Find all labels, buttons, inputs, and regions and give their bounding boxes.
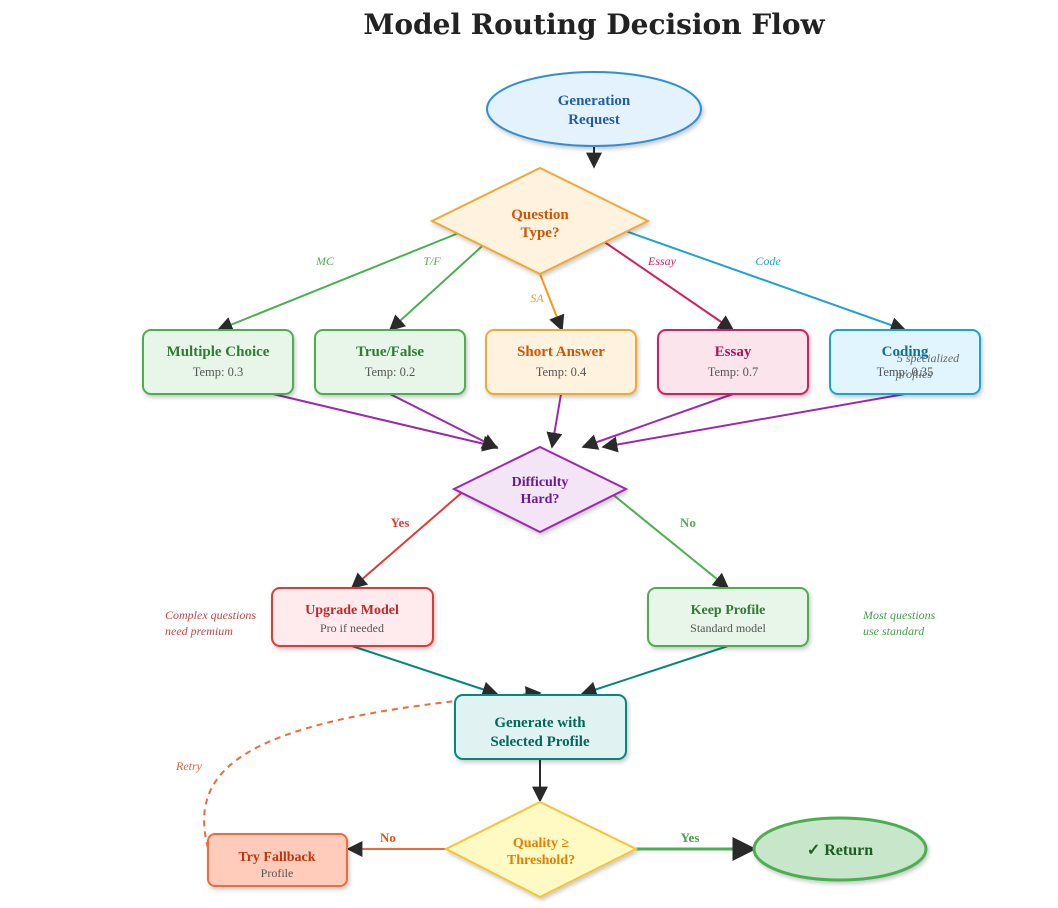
note-specialized-line1: 5 specialized xyxy=(897,351,960,365)
edge-question-coding xyxy=(599,221,907,333)
node-short-answer: Short Answer Temp: 0.4 xyxy=(485,329,637,395)
note-most-line2: use standard xyxy=(863,624,925,638)
difficulty-line2: Hard? xyxy=(521,492,560,507)
edge-difficulty-upgrade xyxy=(350,488,467,590)
edge-question-essay xyxy=(583,227,735,331)
node-difficulty: Difficulty Hard? xyxy=(451,445,629,534)
sa-title: Short Answer xyxy=(517,344,605,360)
upgrade-sub: Pro if needed xyxy=(320,621,384,635)
edge-mc-difficulty xyxy=(272,393,499,452)
coding-temp: Temp: 0.35 xyxy=(877,365,934,379)
keep-title: Keep Profile xyxy=(691,603,766,618)
coding-title: Coding xyxy=(882,344,929,360)
question-line1: Question xyxy=(511,207,569,223)
edge-question-sa xyxy=(539,273,565,332)
node-keep-profile: Keep Profile Standard model xyxy=(647,587,809,647)
generate-line1: Generate with xyxy=(494,715,586,731)
node-multiple-choice: Multiple Choice Temp: 0.3 xyxy=(142,329,294,395)
essay-temp: Temp: 0.7 xyxy=(708,365,759,379)
note-complex-line1: Complex questions xyxy=(165,608,256,622)
edge-label-sa: SA xyxy=(530,291,544,305)
edge-label-code: Code xyxy=(755,254,781,268)
node-try-fallback: Try Fallback Profile xyxy=(207,833,348,887)
edge-tf-difficulty xyxy=(389,393,499,449)
node-generate: Generate with Selected Profile xyxy=(454,694,627,760)
edge-coding-difficulty xyxy=(601,393,906,453)
note-specialized-line2: profiles xyxy=(895,367,933,381)
keep-sub: Standard model xyxy=(690,621,766,635)
essay-title: Essay xyxy=(715,344,752,360)
edge-retry xyxy=(203,686,542,849)
edge-difficulty-keep xyxy=(605,488,730,590)
edge-essay-difficulty xyxy=(581,393,734,450)
node-coding: Coding Temp: 0.35 xyxy=(829,329,981,395)
diagram-title: Model Routing Decision Flow xyxy=(363,8,825,41)
node-generation-request: Generation Request xyxy=(486,71,702,147)
quality-line2: Threshold? xyxy=(507,853,575,868)
edge-label-yes-hard: Yes xyxy=(391,515,410,530)
difficulty-line1: Difficulty xyxy=(512,475,569,490)
start-line2: Request xyxy=(568,112,620,128)
generate-line2: Selected Profile xyxy=(490,734,590,750)
node-question-type: Question Type? xyxy=(429,166,651,276)
tf-title: True/False xyxy=(356,344,424,360)
edge-label-quality-no: No xyxy=(380,830,396,845)
return-label: ✓ Return xyxy=(807,842,873,859)
mc-title: Multiple Choice xyxy=(167,344,270,360)
tf-temp: Temp: 0.2 xyxy=(365,365,416,379)
start-line1: Generation xyxy=(558,93,631,109)
node-return: ✓ Return xyxy=(752,816,928,882)
node-upgrade-model: Upgrade Model Pro if needed xyxy=(271,587,434,647)
edge-label-tf: T/F xyxy=(423,254,441,268)
node-true-false: True/False Temp: 0.2 xyxy=(314,329,466,395)
edge-keep-generate xyxy=(580,645,729,698)
edge-label-retry: Retry xyxy=(175,759,203,773)
question-line2: Type? xyxy=(521,225,560,241)
mc-temp: Temp: 0.3 xyxy=(193,365,244,379)
edge-question-mc xyxy=(216,221,487,333)
node-essay: Essay Temp: 0.7 xyxy=(657,329,809,395)
fallback-title: Try Fallback xyxy=(238,850,315,865)
edge-label-quality-yes: Yes xyxy=(681,830,700,845)
edge-upgrade-generate xyxy=(351,645,499,698)
sa-temp: Temp: 0.4 xyxy=(536,365,587,379)
upgrade-title: Upgrade Model xyxy=(305,603,399,618)
edge-sa-difficulty xyxy=(546,393,563,449)
edge-label-essay: Essay xyxy=(647,254,677,268)
quality-line1: Quality ≥ xyxy=(513,836,570,851)
edge-label-mc: MC xyxy=(315,254,335,268)
fallback-sub: Profile xyxy=(261,866,294,880)
edge-label-no-hard: No xyxy=(680,515,696,530)
node-quality: Quality ≥ Threshold? xyxy=(443,800,639,899)
note-complex-line2: need premium xyxy=(165,624,233,638)
note-most-line1: Most questions xyxy=(862,608,936,622)
